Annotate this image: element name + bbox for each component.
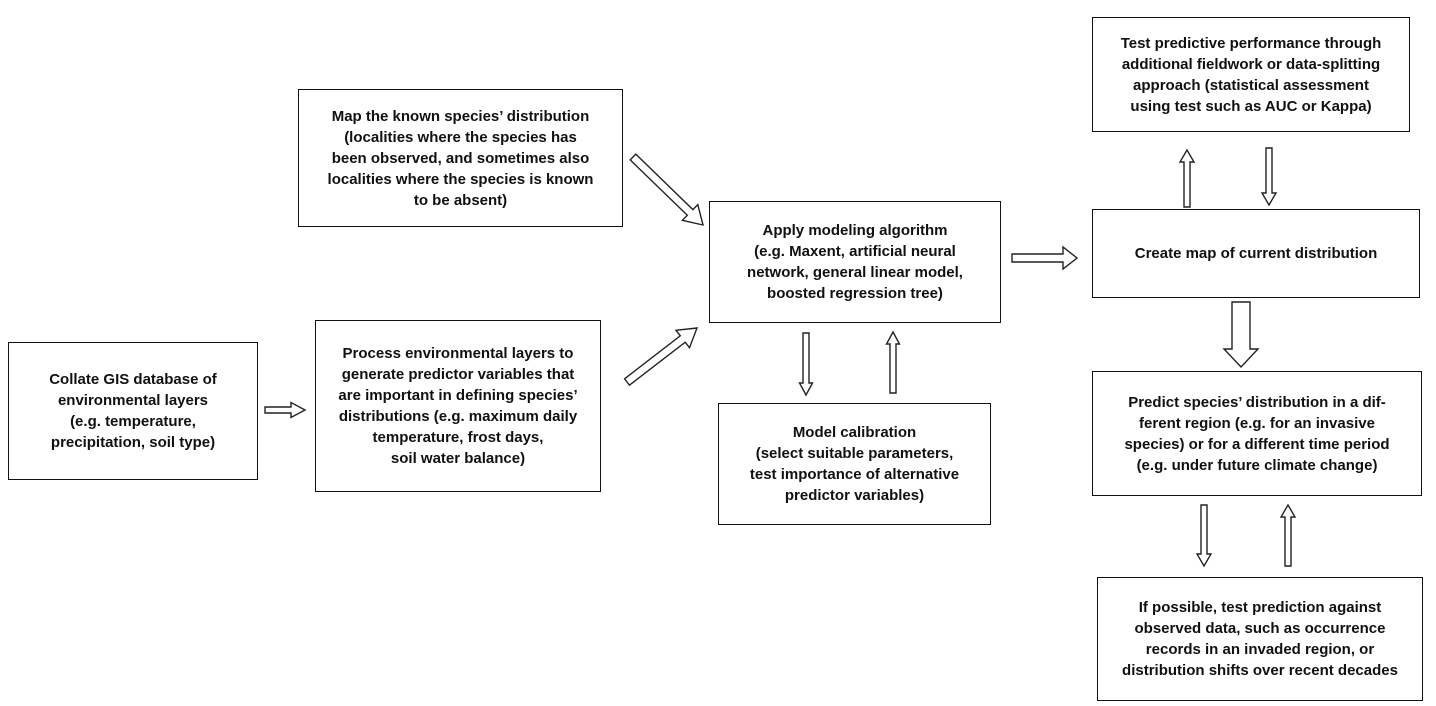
create-map-box: Create map of current distribution <box>1092 209 1420 298</box>
box-line: Test predictive performance through <box>1120 34 1382 52</box>
box-line: precipitation, soil type) <box>50 434 216 451</box>
box-line: Predict species’ distribution in a dif- <box>1128 393 1386 411</box>
apply-modeling-algorithm-box: Apply modeling algorithm (e.g. Maxent, a… <box>709 201 1001 323</box>
box-line: Process environmental layers to <box>342 345 574 362</box>
box-line: Model calibration <box>792 424 917 441</box>
arrow-group <box>264 147 1297 568</box>
box-line: to be absent) <box>413 191 508 209</box>
box-line: (e.g. temperature, <box>70 413 196 430</box>
arrow-apply-to-create-map <box>1011 245 1079 271</box>
map-known-distribution-box: Map the known species’ distribution (loc… <box>298 89 623 227</box>
box-line: (e.g. Maxent, artificial neural <box>754 243 956 260</box>
box-line: network, general linear model, <box>747 264 963 281</box>
box-line: (select suitable parameters, <box>755 445 954 462</box>
box-line: soil water balance) <box>390 450 526 467</box>
box-line: (e.g. under future climate change) <box>1136 456 1378 474</box>
box-line: observed data, such as occurrence <box>1134 620 1386 637</box>
box-line: species) or for a different time period <box>1124 435 1390 453</box>
box-line: predictor variables) <box>784 487 925 504</box>
predict-species-distribution-box: Predict species’ distribution in a dif- … <box>1092 371 1422 496</box>
box-line: distribution shifts over recent decades <box>1122 662 1398 679</box>
box-line: records in an invaded region, or <box>1145 641 1375 658</box>
box-line: test importance of alternative <box>749 466 960 483</box>
arrow-process-to-apply-model <box>623 327 699 387</box>
box-line: generate predictor variables that <box>341 366 575 383</box>
box-line: If possible, test prediction against <box>1138 599 1382 616</box>
arrow-calibration-to-apply <box>885 330 901 394</box>
box-line: Map the known species’ distribution <box>331 107 590 125</box>
arrow-if-possible-to-predict <box>1279 503 1297 567</box>
box-line: environmental layers <box>57 392 209 409</box>
box-line: localities where the species is known <box>327 170 594 188</box>
box-line: using test such as AUC or Kappa) <box>1130 97 1372 115</box>
test-predictive-performance-box: Test predictive performance through addi… <box>1092 17 1410 132</box>
box-line: approach (statistical assessment <box>1133 76 1369 94</box>
box-line: additional fieldwork or data-splitting <box>1121 55 1381 73</box>
box-line: boosted regression tree) <box>767 285 943 302</box>
process-environmental-layers-box: Process environmental layers to generate… <box>315 320 601 492</box>
test-prediction-against-observed-box: If possible, test prediction against obs… <box>1097 577 1423 701</box>
arrow-predict-to-if-possible <box>1195 504 1213 568</box>
collate-gis-box: Collate GIS database of environmental la… <box>8 342 258 480</box>
arrow-map-to-apply-model <box>629 153 704 226</box>
box-line: Create map of current distribution <box>1134 245 1378 262</box>
box-line: distributions (e.g. maximum daily <box>338 408 578 425</box>
arrow-create-map-to-test <box>1178 148 1196 208</box>
box-line: been observed, and sometimes also <box>331 149 590 167</box>
arrow-test-to-create-map <box>1260 147 1278 207</box>
model-calibration-box: Model calibration (select suitable param… <box>718 403 991 525</box>
arrow-create-map-to-predict <box>1222 301 1260 369</box>
box-line: ferent region (e.g. for an invasive <box>1139 414 1375 432</box>
box-line: Apply modeling algorithm <box>762 222 948 239</box>
arrow-collate-to-process <box>264 401 307 419</box>
box-line: Collate GIS database of <box>49 371 217 388</box>
box-line: are important in defining species’ <box>338 387 578 404</box>
arrow-apply-to-calibration <box>798 332 814 397</box>
box-line: (localities where the species has <box>344 128 577 146</box>
box-line: temperature, frost days, <box>372 429 544 446</box>
